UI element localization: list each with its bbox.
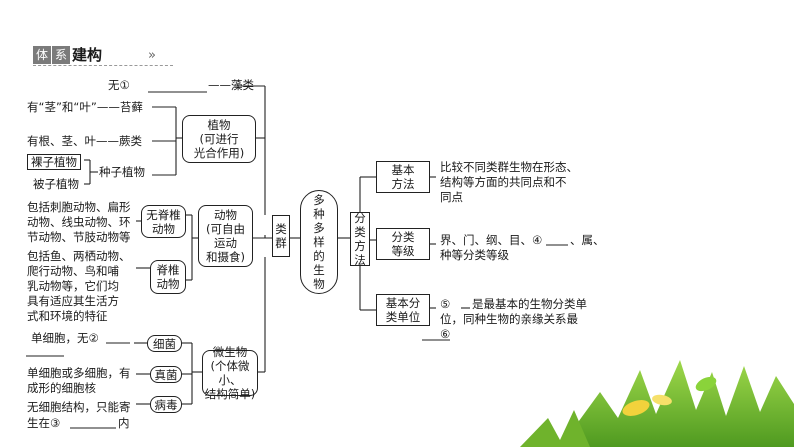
diversity-char-1: 多 bbox=[313, 193, 325, 207]
groups-char-2: 群 bbox=[275, 236, 287, 250]
invertebrate-box: 无脊椎 动物 bbox=[141, 205, 186, 238]
unit-desc-line-2: 位，同种生物的亲缘关系最 bbox=[440, 312, 578, 326]
bacteria-box: 细菌 bbox=[147, 335, 182, 352]
classify-rank-label-1: 分类 bbox=[391, 230, 415, 244]
invertebrate-desc-line-1: 包括刺胞动物、扁形 bbox=[27, 200, 131, 214]
vertebrate-label-2: 动物 bbox=[156, 277, 180, 291]
invertebrate-desc-line-3: 节动物、节肢动物等 bbox=[27, 230, 131, 244]
unit-desc-line-1: 是最基本的生物分类单 bbox=[472, 297, 587, 311]
vertebrate-desc-line-3: 乳动物等，它们均 bbox=[27, 279, 119, 293]
rank-desc-prefix: 界、门、纲、目、④ bbox=[440, 233, 543, 247]
header-arrows-icon: » bbox=[148, 48, 156, 63]
method-char-4: 法 bbox=[354, 253, 366, 267]
yellow-leaf-icon-small bbox=[652, 394, 672, 406]
angiosperm-text: 被子植物 bbox=[33, 177, 79, 191]
header-badge-char-1: 体 bbox=[33, 46, 51, 64]
invertebrate-desc-line-2: 动物、线虫动物、环 bbox=[27, 215, 131, 229]
fungi-desc-line-2: 成形的细胞核 bbox=[27, 381, 96, 395]
virus-box: 病毒 bbox=[150, 396, 182, 413]
plant-note-1: (可进行 bbox=[199, 132, 239, 146]
virus-desc-line-1: 无细胞结构，只能寄 bbox=[27, 400, 131, 414]
vertebrate-desc-line-1: 包括鱼、两栖动物、 bbox=[27, 249, 131, 263]
fungi-desc-line-1: 单细胞或多细胞，有 bbox=[27, 366, 131, 380]
unit-marker-6: ⑥ bbox=[440, 327, 451, 341]
basic-unit-label-1: 基本分 bbox=[385, 296, 421, 310]
method-char-2: 类 bbox=[354, 225, 366, 239]
plant-box: 植物 (可进行 光合作用) bbox=[182, 115, 256, 163]
diversity-char-3: 多 bbox=[313, 221, 325, 235]
method-desc-line-1: 比较不同类群生物在形态、 bbox=[440, 160, 578, 174]
virus-desc-line-2: 生在③ bbox=[27, 416, 61, 430]
rank-desc-line-2: 种等分类等级 bbox=[440, 248, 509, 262]
animal-note-1: (可自由 bbox=[206, 222, 245, 236]
gymnosperm-box: 裸子植物 bbox=[27, 154, 81, 170]
fungi-box: 真菌 bbox=[150, 366, 182, 383]
diversity-char-6: 生 bbox=[313, 263, 325, 277]
plant-label: 植物 bbox=[207, 118, 231, 132]
yellow-leaf-icon bbox=[622, 400, 650, 416]
diversity-box: 多 种 多 样 的 生 物 bbox=[300, 190, 338, 294]
basic-unit-label-2: 类单位 bbox=[385, 310, 421, 324]
classify-rank-label-2: 等级 bbox=[391, 244, 415, 258]
microbe-label: 微生物 bbox=[212, 345, 248, 359]
groups-box: 类 群 bbox=[272, 215, 290, 257]
vertebrate-desc-line-5: 式和环境的特征 bbox=[27, 309, 108, 323]
method-desc-line-3: 同点 bbox=[440, 190, 463, 204]
bacteria-desc: 单细胞，无② bbox=[31, 331, 99, 345]
vertebrate-label-1: 脊椎 bbox=[156, 263, 180, 277]
moss-text: 有“茎”和“叶”——苔藓 bbox=[27, 100, 143, 114]
virus-desc-line-2-end: 内 bbox=[118, 416, 130, 430]
animal-note-2: 运动 bbox=[214, 236, 237, 250]
vertebrate-desc-line-4: 具有适应其生活方 bbox=[27, 294, 119, 308]
method-char-1: 分 bbox=[354, 211, 366, 225]
invertebrate-label-1: 无脊椎 bbox=[146, 207, 181, 222]
vertebrate-desc-line-2: 爬行动物、鸟和哺 bbox=[27, 264, 119, 278]
classify-rank-box: 分类 等级 bbox=[376, 228, 430, 260]
groups-char-1: 类 bbox=[275, 222, 287, 236]
classification-method-box: 分 类 方 法 bbox=[350, 211, 370, 267]
basic-method-box: 基本 方法 bbox=[376, 161, 430, 193]
green-leaf-icon bbox=[695, 376, 717, 392]
grass-shape bbox=[560, 360, 794, 447]
unit-marker-5: ⑤ bbox=[440, 297, 451, 311]
basic-unit-box: 基本分 类单位 bbox=[376, 294, 430, 326]
microbe-note-1: (个体微小、 bbox=[210, 359, 250, 387]
diversity-char-4: 样 bbox=[313, 235, 325, 249]
diversity-char-7: 物 bbox=[313, 277, 325, 291]
header-underline bbox=[33, 65, 173, 66]
animal-label: 动物 bbox=[214, 208, 237, 222]
seed-plant-text: 种子植物 bbox=[99, 165, 145, 179]
header-badge-char-2: 系 bbox=[52, 46, 70, 64]
basic-method-label-1: 基本 bbox=[391, 163, 415, 177]
fern-text: 有根、茎、叶——蕨类 bbox=[27, 134, 142, 148]
no-item-text: 无① bbox=[108, 78, 130, 92]
microbe-note-2: 结构简单) bbox=[204, 387, 256, 401]
vertebrate-box: 脊椎 动物 bbox=[150, 260, 186, 294]
method-desc-line-2: 结构等方面的共同点和不 bbox=[440, 175, 567, 189]
plant-note-2: 光合作用) bbox=[193, 146, 245, 160]
animal-box: 动物 (可自由 运动 和摄食) bbox=[198, 205, 253, 267]
diversity-char-5: 的 bbox=[313, 249, 325, 263]
microbe-box: 微生物 (个体微小、 结构简单) bbox=[202, 345, 258, 401]
algae-text: ——藻类 bbox=[208, 78, 254, 92]
header-title: 建构 bbox=[72, 46, 103, 64]
animal-note-3: 和摄食) bbox=[206, 250, 245, 264]
basic-method-label-2: 方法 bbox=[391, 177, 415, 191]
invertebrate-label-2: 动物 bbox=[152, 221, 175, 236]
diversity-char-2: 种 bbox=[313, 207, 325, 221]
method-char-3: 方 bbox=[354, 239, 366, 253]
rank-desc-suffix: 、属、 bbox=[570, 233, 605, 247]
grass-shape-left bbox=[520, 410, 590, 447]
